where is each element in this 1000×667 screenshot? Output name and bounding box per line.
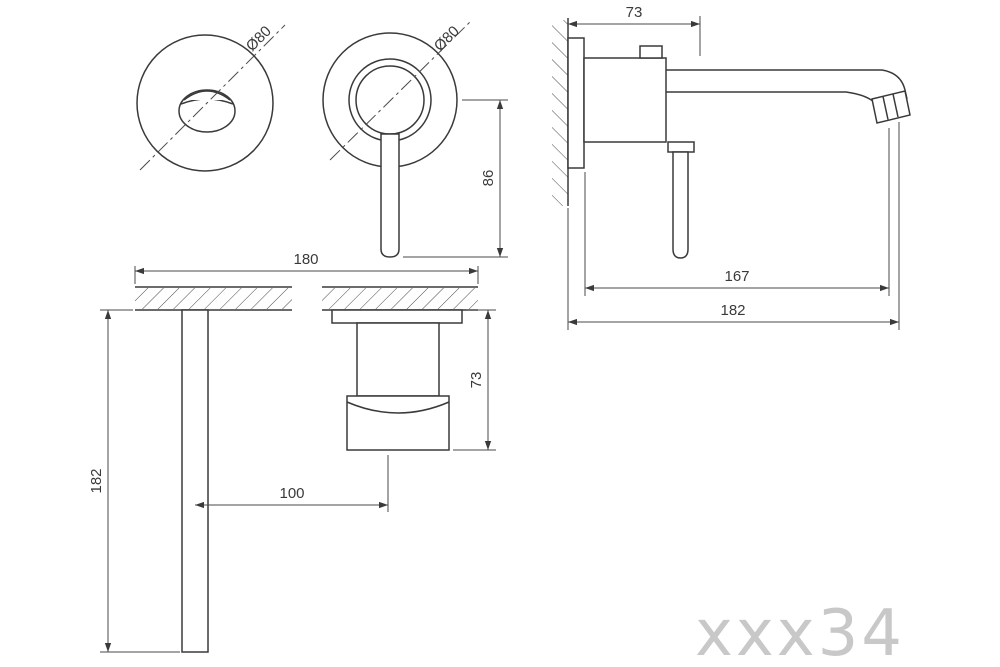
escutcheon-plate-circle: [136, 34, 274, 172]
lever-handle-side: [672, 151, 689, 259]
lever-handle-front: [380, 133, 400, 258]
wall-hatching: [552, 20, 568, 206]
handle-front-view: Ø80 86: [322, 19, 508, 258]
dim-label-spout-reach: 167: [724, 268, 749, 285]
spout-bottom-line: [666, 91, 877, 105]
centerline: [139, 24, 286, 171]
aerator-stripe: [882, 96, 889, 120]
surface-hatching-left: [135, 288, 292, 309]
valve-cylinder-curve: [346, 401, 450, 414]
surface-hatching-right: [322, 288, 478, 309]
model-code: xxx34: [695, 597, 905, 667]
dim-label-centre-distance: 100: [279, 485, 304, 502]
escutcheon-front-view: Ø80: [136, 23, 286, 172]
installation-side-view: 180 73 100 182: [88, 251, 496, 653]
valve-flange: [331, 309, 463, 324]
wall-side-view: 73 167 182: [552, 4, 911, 330]
aerator: [871, 90, 911, 124]
dim-label-body-height: 73: [468, 372, 485, 389]
valve-cylinder: [346, 395, 450, 451]
dim-label-drop-height: 182: [88, 468, 105, 493]
dim-label-handle-height: 86: [480, 170, 497, 187]
spout-top-line: [666, 69, 908, 100]
valve-body: [356, 322, 440, 397]
mixer-body-side: [583, 57, 667, 143]
dim-label-overall-reach: 182: [720, 302, 745, 319]
spout-tube-below: [181, 309, 209, 653]
aerator-stripe: [892, 93, 899, 118]
handle-neck-side: [667, 141, 695, 153]
knob-cap: [183, 90, 231, 101]
centerline: [329, 19, 473, 161]
dim-label-top-offset: 73: [626, 4, 643, 21]
dim-label-plate-width: 180: [293, 251, 318, 268]
wall-plate-side: [567, 37, 585, 169]
cartridge-cap: [639, 45, 663, 59]
